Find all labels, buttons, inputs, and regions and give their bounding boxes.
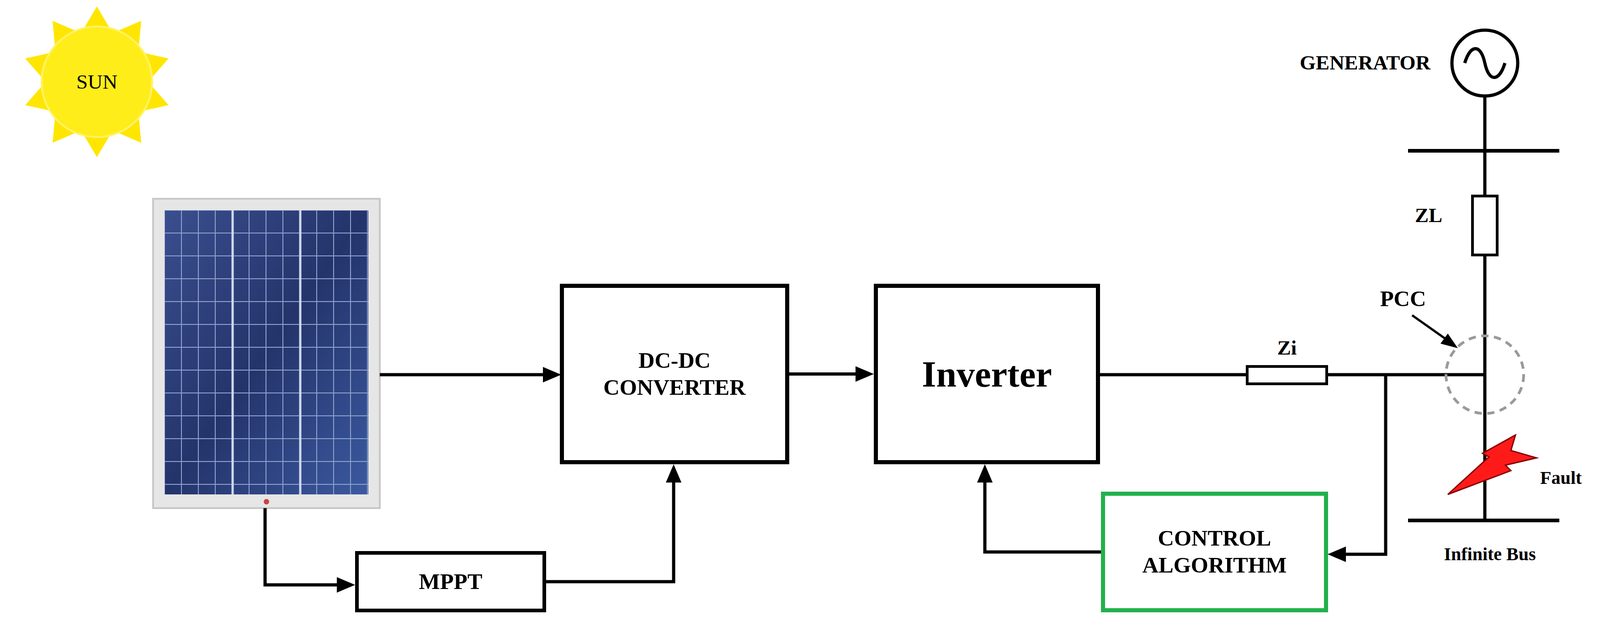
arrow-head	[977, 464, 993, 483]
arrow-head	[542, 366, 562, 383]
fault-label: Fault	[1540, 467, 1582, 489]
impedance-label: ZL	[1414, 204, 1443, 228]
sun-rays	[25, 6, 169, 158]
node-label: CONTROL ALGORITHM	[1117, 525, 1312, 580]
connector	[546, 482, 674, 582]
arrow-head	[855, 366, 874, 383]
process-box: DC-DC CONVERTER	[559, 283, 790, 465]
connector	[789, 372, 856, 376]
generator-symbol	[1451, 30, 1518, 96]
sine-symbol	[1464, 48, 1505, 78]
arrow-head	[336, 577, 356, 593]
pcc-label: PCC	[1380, 286, 1427, 312]
sun-circle: SUN	[40, 25, 154, 139]
node-label: MPPT	[419, 568, 483, 596]
impedance-symbol	[1472, 196, 1498, 256]
process-box: Inverter	[873, 283, 1101, 465]
solar-panel	[153, 198, 380, 509]
fault-bolt	[1447, 435, 1537, 495]
impedance-symbol	[1247, 366, 1327, 384]
node-label: Inverter	[921, 352, 1052, 397]
connector	[984, 482, 1101, 553]
feedback-wire	[1345, 374, 1386, 555]
impedance-label: Zi	[1277, 336, 1298, 360]
sense-wire	[265, 508, 338, 585]
control-box: CONTROL ALGORITHM	[1100, 491, 1329, 613]
node-label: DC-DC CONVERTER	[576, 347, 773, 402]
arrow-head	[1440, 333, 1458, 349]
bus-label: Infinite Bus	[1443, 544, 1536, 565]
leader-line	[1412, 315, 1447, 340]
bus-bar	[1408, 518, 1560, 523]
arrow-head	[665, 464, 682, 483]
generator-label: GENERATOR	[1299, 51, 1431, 75]
bus-line	[1483, 96, 1487, 521]
process-box: MPPT	[355, 551, 547, 613]
arrow-head	[1327, 546, 1346, 563]
pcc-marker	[1445, 335, 1524, 414]
power-wire	[379, 373, 544, 377]
bus-bar	[1408, 148, 1560, 153]
node-label: SUN	[76, 69, 118, 95]
